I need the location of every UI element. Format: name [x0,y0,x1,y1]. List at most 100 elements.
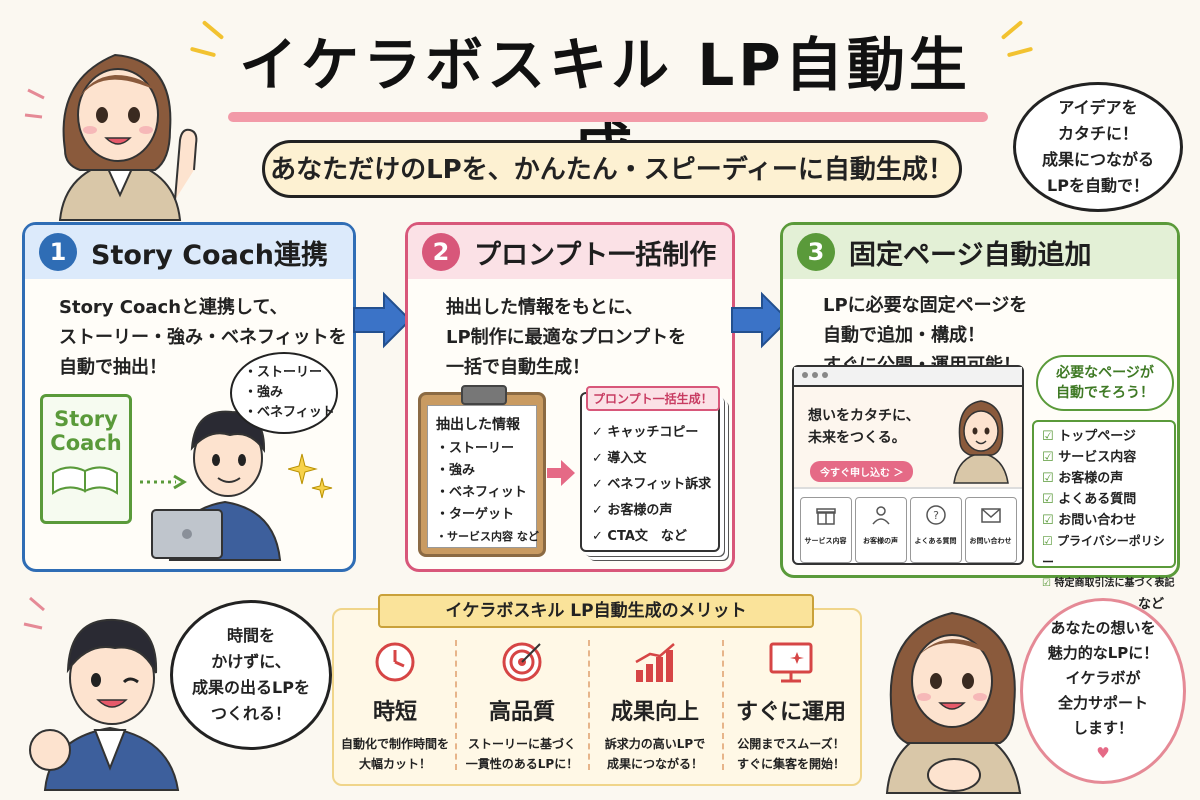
check-icon: ☑ [1042,429,1059,444]
prompt-item: ✓ CTA文 など [592,529,687,544]
bubble-line: 必要なページが [1056,365,1154,381]
step-1-description: Story Coachと連携して、 ストーリー・強み・ベネフィットを 自動で抽出… [25,279,353,383]
page-label: お客様の声 [1058,471,1124,486]
browser-icon-contact[interactable]: お問い合わせ [964,497,1017,563]
bubble-line: LPを自動で！ [1047,176,1149,195]
person-icon [871,506,890,525]
bubble-line: 全力サポート [1057,694,1148,712]
merit-item-quality: 高品質 ストーリーに基づく 一貫性のあるLPに！ [458,640,586,774]
step-1-header: 1 Story Coach連携 [25,225,353,279]
clipboard-title: 抽出した情報 [436,417,520,433]
merit-desc-line: ストーリーに基づく [467,737,576,751]
open-book-icon [52,466,118,495]
merit-desc-line: 自動化で制作時間を [340,737,449,751]
merit-title: 高品質 [488,700,555,725]
merit-desc-line: 一貫性のあるLPに！ [465,757,579,771]
page-label: トップページ [1058,429,1136,444]
merit-title: すぐに運用 [735,700,846,725]
prompt-item: ✓ お客様の声 [592,503,673,518]
question-icon: ? [925,505,946,525]
subtitle-banner: あなただけのLPを、かんたん・スピーディーに自動生成！ [262,140,962,198]
browser-icon-label: よくある質問 [914,537,957,545]
man-with-laptop-illustration [151,410,282,561]
merit-divider [722,640,724,770]
merit-divider [588,640,590,770]
browser-icon-service[interactable]: サービス内容 [799,497,852,563]
step-3-header: 3 固定ページ自動追加 [783,225,1177,279]
step-2-title: プロンプト一括制作 [474,239,717,271]
merit-item-time: 時短 自動化で制作時間を 大幅カット！ [336,640,454,774]
browser-dot-icon [822,372,828,378]
page-check-item: ☑ プライバシーポリシー [1042,531,1174,573]
clipboard-card: 抽出した情報 ・ストーリー ・強み ・ベネフィット ・ターゲット ・サービス内容… [418,385,546,557]
bubble-line: あなたの想いを [1050,619,1156,637]
hero-cta-button[interactable]: 今すぐ申し込む ＞ [810,461,914,482]
bubble-line: 成果の出るLPを [192,678,310,697]
prompt-item: ✓ キャッチコピー [592,425,699,440]
bubble-line: イケラボが [1065,669,1141,687]
target-icon [502,642,542,682]
merit-desc: 公開までスムーズ！ すぐに集客を開始！ [725,734,857,774]
merits-panel [332,608,862,786]
desc-line: Story Coachと連携して、 [59,297,288,318]
woman-pointing-illustration [24,53,198,221]
merit-desc: 自動化で制作時間を 大幅カット！ [336,734,454,774]
step-arrow-2-3 [731,291,790,349]
sparkle-icon [288,453,333,499]
story-coach-logo-box: Story Coach [40,394,132,524]
browser-icon-row: サービス内容 お客様の声 ? よくある質問 お問い合わせ [794,487,1022,563]
merit-desc-line: すぐに集客を開始！ [736,757,845,771]
merit-divider [455,640,457,770]
hero-headline: 想いをカタチに、 [808,408,920,424]
woman-illustration-small [953,400,1009,484]
heart-icon: ♥ [1096,744,1110,762]
pink-arrow-icon [547,460,575,486]
bubble-line: つくれる！ [210,704,291,723]
browser-mockup: 想いをカタチに、 未来をつくる。 今すぐ申し込む ＞ サービス内容 お客様の声 … [792,365,1024,565]
step-2-header: 2 プロンプト一括制作 [408,225,732,279]
growth-chart-icon [635,643,675,682]
svg-text:?: ? [933,509,939,522]
page-check-item: ☑ トップページ [1042,426,1174,447]
title-underline [228,112,988,122]
bubble-line: 成果につながる [1041,150,1154,169]
prompt-badge: プロンプト一括生成！ [586,386,720,411]
page-label: サービス内容 [1058,450,1137,465]
merit-desc: 訴求力の高いLPで 成果につながる！ [591,734,719,774]
bubble-line: かけずに、 [211,652,291,671]
clock-icon [375,642,415,682]
browser-icon-label: サービス内容 [804,537,847,545]
page-check-item: ☑ 特定商取引法に基づく表記 [1042,573,1174,594]
hero-headline: 未来をつくる。 [808,430,906,446]
merit-desc-line: 訴求力の高いLPで [604,737,706,751]
thought-line: ・ベネフィット [244,405,335,420]
browser-icon-voice[interactable]: お客様の声 [854,497,907,563]
browser-icon-faq[interactable]: ? よくある質問 [909,497,962,563]
bubble-line: 時間を [226,626,275,645]
desc-line: LPに必要な固定ページを [823,295,1028,316]
prompt-papers: プロンプト一括生成！ ✓ キャッチコピー ✓ 導入文 ✓ ベネフィット訴求 ✓ … [580,386,720,552]
clipboard-item: ・ターゲット [436,507,515,522]
merit-desc-line: 公開までスムーズ！ [737,737,845,751]
man-winking-illustration [23,596,180,791]
thought-line: ・ストーリー [244,365,323,380]
speech-bubble-top-right: アイデアを カタチに！ 成果につながる LPを自動で！ [1013,82,1183,212]
page-label: お問い合わせ [1058,513,1137,528]
check-icon: ☑ [1042,492,1059,507]
page-label: 特定商取引法に基づく表記 [1054,578,1175,589]
desc-line: 自動で追加・構成！ [823,325,985,346]
logo-line: Coach [50,431,122,455]
merit-title: 成果向上 [610,700,699,725]
page-check-item: ☑ よくある質問 [1042,489,1174,510]
bubble-line: アイデアを [1058,98,1138,117]
clipboard-item: ・ストーリー [436,441,515,456]
check-icon: ☑ [1042,534,1057,548]
page-check-item: ☑ お客様の声 [1042,468,1174,489]
browser-dot-icon [812,372,818,378]
clipboard-paper: 抽出した情報 ・ストーリー ・強み ・ベネフィット ・ターゲット ・サービス内容… [427,405,539,548]
browser-icon-label: お客様の声 [863,537,898,545]
merit-item-launch: すぐに運用 公開までスムーズ！ すぐに集客を開始！ [725,640,857,774]
step-3-number: 3 [797,233,835,271]
bubble-line: カタチに！ [1057,124,1138,143]
step-arrow-1-2 [353,291,412,349]
